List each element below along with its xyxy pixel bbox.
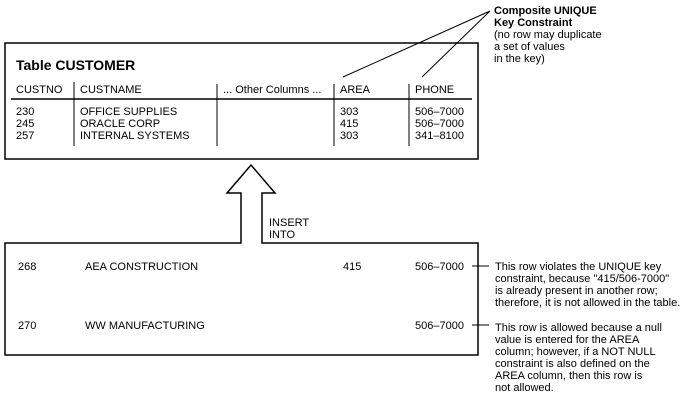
note-text: value is entered for the AREA bbox=[495, 334, 640, 346]
header-phone: PHONE bbox=[415, 84, 454, 96]
note-text: constraint is also defined on the bbox=[495, 358, 650, 370]
cell-phone: 506–7000 bbox=[415, 106, 464, 118]
table-row: 245 ORACLE CORP 415 506–7000 bbox=[16, 118, 464, 130]
note-text: This row is allowed because a null bbox=[495, 322, 662, 334]
cell-phone: 506–7000 bbox=[415, 320, 464, 332]
insert-note-violation: This row violates the UNIQUE key constra… bbox=[495, 261, 680, 309]
cell-custno: 268 bbox=[18, 261, 36, 273]
cell-custno: 245 bbox=[16, 118, 34, 130]
header-area: AREA bbox=[340, 84, 371, 96]
cell-custname: WW MANUFACTURING bbox=[85, 320, 205, 332]
cell-area: 415 bbox=[343, 261, 361, 273]
header-custno: CUSTNO bbox=[16, 84, 63, 96]
note-text: This row violates the UNIQUE key bbox=[495, 261, 662, 273]
cell-custname: INTERNAL SYSTEMS bbox=[80, 130, 190, 142]
note-text: in the key) bbox=[494, 53, 545, 65]
cell-area: 303 bbox=[340, 106, 358, 118]
table-title: Table CUSTOMER bbox=[16, 57, 135, 73]
header-custname: CUSTNAME bbox=[80, 84, 142, 96]
table-row: 230 OFFICE SUPPLIES 303 506–7000 bbox=[16, 106, 464, 118]
cell-phone: 506–7000 bbox=[415, 118, 464, 130]
callout-line-phone bbox=[421, 10, 491, 78]
cell-custname: ORACLE CORP bbox=[80, 118, 160, 130]
cell-custno: 230 bbox=[16, 106, 34, 118]
note-text: therefore, it is not allowed in the tabl… bbox=[495, 297, 680, 309]
insert-label: INSERT bbox=[269, 217, 309, 229]
key-constraint-note: Composite UNIQUE Key Constraint (no row … bbox=[494, 5, 602, 65]
note-text: column; however, if a NOT NULL bbox=[495, 346, 656, 358]
cell-area: 415 bbox=[340, 118, 358, 130]
note-title: Key Constraint bbox=[494, 17, 573, 29]
note-text: not allowed. bbox=[495, 382, 554, 394]
cell-custname: OFFICE SUPPLIES bbox=[80, 106, 177, 118]
insert-row: 270 WW MANUFACTURING 506–7000 bbox=[18, 320, 464, 332]
cell-phone: 341–8100 bbox=[415, 130, 464, 142]
cell-area: 303 bbox=[340, 130, 358, 142]
note-text: (no row may duplicate bbox=[494, 29, 602, 41]
note-title: Composite UNIQUE bbox=[494, 5, 597, 17]
callout-line-area bbox=[342, 10, 491, 78]
cell-phone: 506–7000 bbox=[415, 261, 464, 273]
cell-custno: 270 bbox=[18, 320, 36, 332]
insert-note-allowed: This row is allowed because a null value… bbox=[495, 322, 662, 394]
cell-custno: 257 bbox=[16, 130, 34, 142]
insert-box-arrow bbox=[4, 163, 479, 356]
note-text: a set of values bbox=[494, 41, 565, 53]
table-row: 257 INTERNAL SYSTEMS 303 341–8100 bbox=[16, 130, 464, 142]
insert-row: 268 AEA CONSTRUCTION 415 506–7000 bbox=[18, 261, 464, 273]
note-text: AREA column, then this row is bbox=[495, 370, 643, 382]
insert-label: INTO bbox=[269, 229, 296, 241]
note-text: is already present in another row; bbox=[495, 285, 658, 297]
cell-custname: AEA CONSTRUCTION bbox=[85, 261, 198, 273]
header-other-columns: ... Other Columns ... bbox=[223, 84, 321, 96]
note-text: constraint, because "415/506-7000" bbox=[495, 273, 669, 285]
customer-table-box bbox=[4, 42, 479, 160]
